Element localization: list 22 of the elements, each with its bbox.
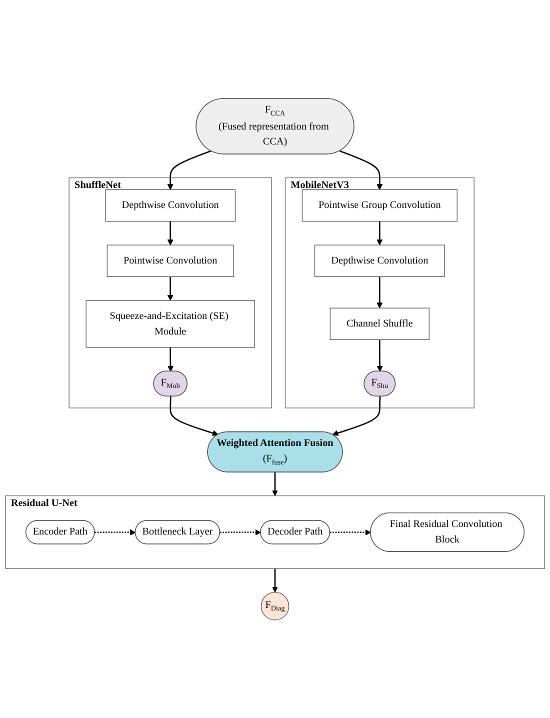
arrow — [168, 347, 174, 372]
node-box: Depthwise Convolution — [314, 244, 445, 277]
arrow — [340, 150, 383, 190]
node-box: Pointwise Convolution — [106, 244, 234, 277]
arrow — [376, 276, 383, 308]
arrow — [330, 529, 372, 536]
arrow — [332, 396, 381, 436]
arrow — [167, 150, 212, 190]
arrow — [167, 221, 174, 246]
node-box: Channel Shuffle — [330, 308, 430, 340]
arrow — [272, 568, 278, 592]
arrow — [167, 276, 174, 300]
arrow — [94, 529, 136, 536]
arrow — [376, 221, 383, 246]
arrow — [272, 472, 278, 496]
arrow — [220, 529, 262, 536]
node-box: Pointwise Group Convolution — [302, 189, 458, 222]
node-box: Squeeze-and-Excitation (SE) Module — [86, 300, 255, 348]
arrow — [376, 339, 383, 372]
arrow — [170, 396, 218, 436]
node-box: Depthwise Convolution — [105, 189, 236, 222]
node-circle: F$_{Diag}$ — [260, 592, 290, 620]
